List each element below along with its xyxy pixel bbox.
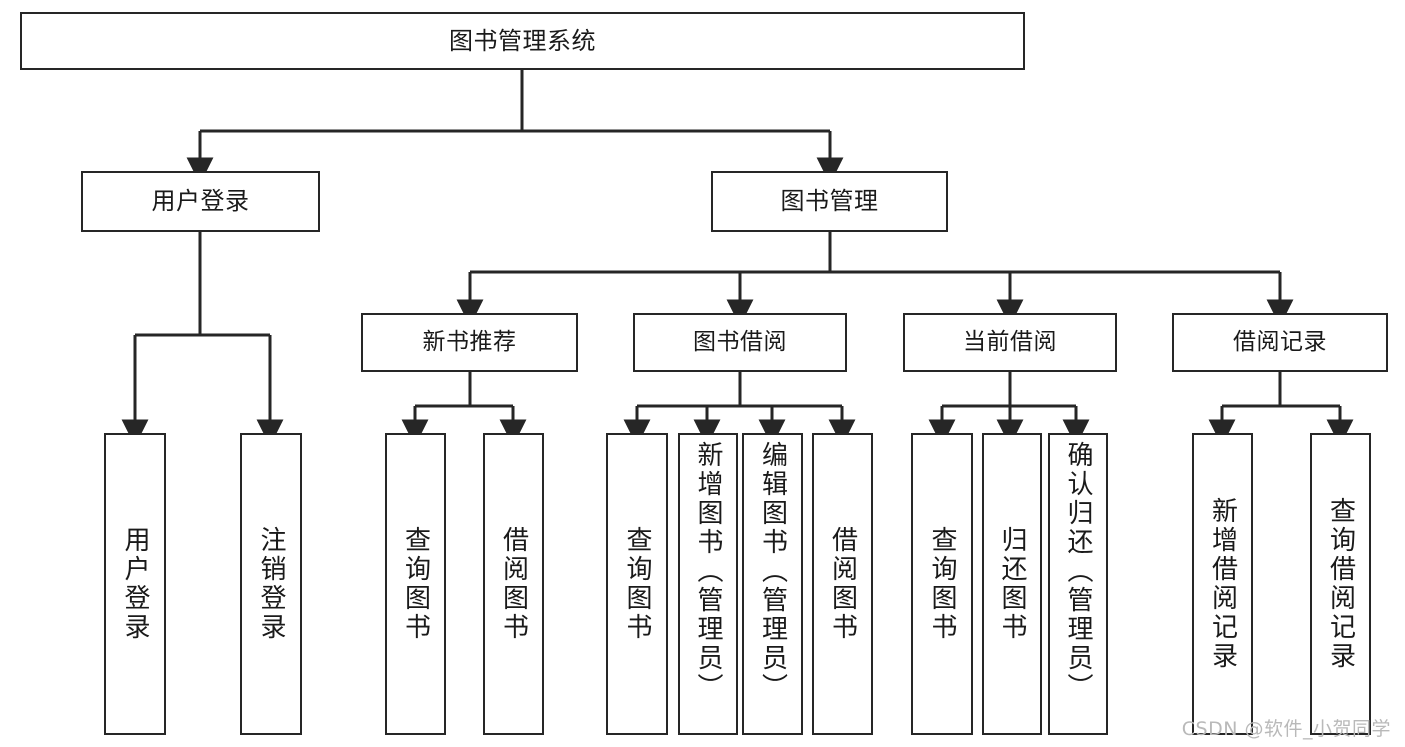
node-label: 查询图书 (400, 526, 431, 642)
node-new-book-recommend[interactable]: 新书推荐 (361, 313, 578, 372)
leaf-record-query-record[interactable]: 查询借阅记录 (1310, 433, 1371, 735)
node-label: 当前借阅 (963, 328, 1057, 355)
node-borrow-record[interactable]: 借阅记录 (1172, 313, 1388, 372)
leaf-recommend-query-book[interactable]: 查询图书 (385, 433, 446, 735)
node-label: 用户登录 (120, 526, 150, 642)
node-label: 图书管理 (780, 187, 879, 216)
node-label: 借阅记录 (1233, 328, 1327, 355)
node-label: 编辑图书（管理员） (757, 441, 788, 702)
leaf-recommend-borrow-book[interactable]: 借阅图书 (483, 433, 544, 735)
leaf-current-confirm-return-admin[interactable]: 确认归还（管理员） (1048, 433, 1108, 735)
node-label: 新书推荐 (422, 328, 517, 355)
node-label: 借阅图书 (827, 526, 858, 642)
csdn-watermark: CSDN @软件_小贺同学 (1181, 718, 1391, 740)
node-label: 查询借阅记录 (1325, 497, 1356, 671)
node-label: 借阅图书 (498, 526, 529, 642)
node-label: 图书借阅 (693, 328, 787, 355)
node-book-management[interactable]: 图书管理 (711, 171, 948, 232)
leaf-record-add-record[interactable]: 新增借阅记录 (1192, 433, 1253, 735)
node-label: 查询图书 (622, 526, 652, 642)
node-label: 查询图书 (927, 526, 957, 642)
node-user-login[interactable]: 用户登录 (81, 171, 320, 232)
leaf-user-login-logout[interactable]: 注销登录 (240, 433, 302, 735)
leaf-current-query-book[interactable]: 查询图书 (911, 433, 973, 735)
node-current-borrow[interactable]: 当前借阅 (903, 313, 1117, 372)
node-label: 用户登录 (151, 187, 250, 216)
node-label: 注销登录 (256, 526, 286, 642)
node-book-borrow[interactable]: 图书借阅 (633, 313, 847, 372)
leaf-borrow-query-book[interactable]: 查询图书 (606, 433, 668, 735)
node-root-system[interactable]: 图书管理系统 (20, 12, 1025, 70)
node-label: 确认归还（管理员） (1063, 441, 1093, 702)
leaf-borrow-add-book-admin[interactable]: 新增图书（管理员） (678, 433, 738, 735)
leaf-borrow-edit-book-admin[interactable]: 编辑图书（管理员） (742, 433, 803, 735)
leaf-user-login-login[interactable]: 用户登录 (104, 433, 166, 735)
leaf-borrow-borrow-book[interactable]: 借阅图书 (812, 433, 873, 735)
node-label: 新增图书（管理员） (693, 441, 723, 702)
leaf-current-return-book[interactable]: 归还图书 (982, 433, 1042, 735)
node-label: 新增借阅记录 (1207, 497, 1238, 671)
node-label: 归还图书 (997, 526, 1027, 642)
node-label: 图书管理系统 (449, 26, 596, 55)
